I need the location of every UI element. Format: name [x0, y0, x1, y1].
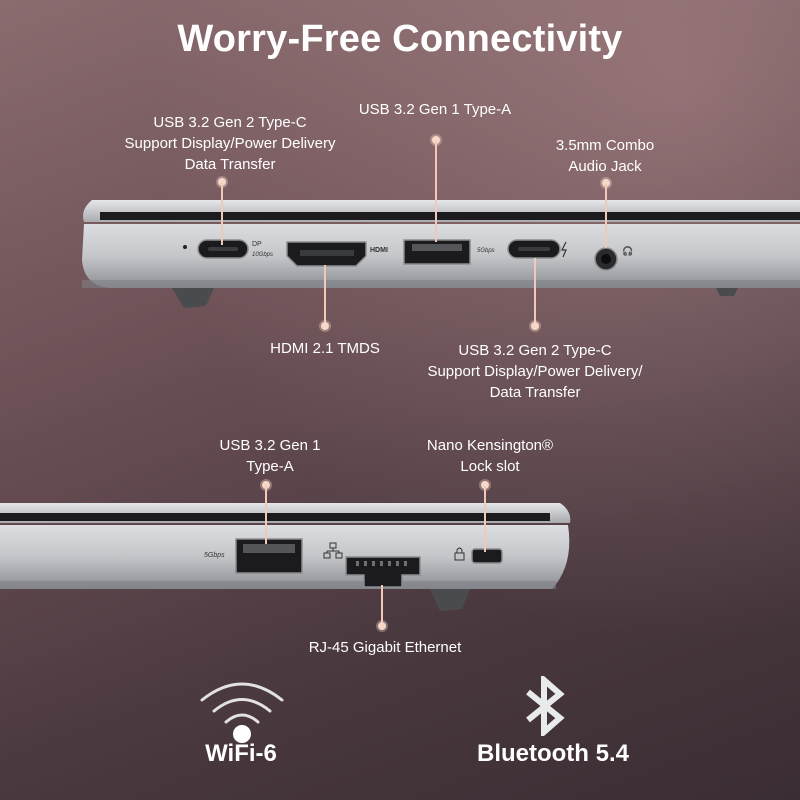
- leader-line-audio-jack: [605, 184, 607, 248]
- leader-dot-usb-a-bottom: [262, 481, 270, 489]
- leader-dot-audio-jack: [602, 179, 610, 187]
- network-icon: [323, 542, 343, 559]
- page-title: Worry-Free Connectivity: [177, 18, 623, 60]
- usb-a-port-bottom: [235, 538, 303, 574]
- usb-c-port-left: [197, 239, 249, 259]
- leader-line-kensington: [484, 486, 486, 552]
- label-usb-a-top: USB 3.2 Gen 1 Type-A: [358, 101, 512, 118]
- usb-a-port-top: [403, 239, 471, 265]
- kensington-slot: [471, 548, 503, 564]
- bluetooth-label: Bluetooth 5.4: [476, 740, 629, 767]
- hdmi-mark: HDMI: [370, 247, 388, 254]
- svg-text:🎧: 🎧: [622, 245, 633, 257]
- hdmi-port: [286, 241, 367, 267]
- laptop-right-side-view: 5Gbps: [0, 503, 571, 611]
- leader-dot-kensington: [481, 481, 489, 489]
- leader-line-hdmi: [324, 265, 326, 325]
- label-usb-c-right: USB 3.2 Gen 2 Type-C Support Display/Pow…: [427, 342, 643, 401]
- speed5-mark: 5Gbps: [477, 248, 495, 254]
- leader-line-usb-a-top: [435, 141, 437, 242]
- leader-line-rj45: [381, 585, 383, 625]
- usb-c-port-right: [507, 239, 561, 259]
- label-rj45: RJ-45 Gigabit Ethernet: [308, 639, 462, 656]
- wifi-icon: [200, 682, 284, 743]
- label-kensington: Nano Kensington® Lock slot: [426, 437, 554, 475]
- leader-dot-hdmi: [321, 322, 329, 330]
- rj45-port: [345, 556, 421, 588]
- leader-line-usb-c-right: [534, 258, 536, 324]
- laptop-left-side-view: DP 10Gbps HDMI 5Gbps 🎧: [82, 200, 800, 308]
- label-usb-a-bottom: USB 3.2 Gen 1 Type-A: [219, 437, 321, 475]
- speed10-mark: 10Gbps: [252, 252, 273, 258]
- leader-dot-usb-a-top: [432, 136, 440, 144]
- wifi-label: WiFi-6: [205, 740, 277, 767]
- leader-line-usb-c-left: [221, 183, 223, 245]
- leader-dot-usb-c-right: [531, 322, 539, 330]
- audio-jack: [594, 247, 618, 271]
- lock-icon: [454, 547, 465, 561]
- label-hdmi: HDMI 2.1 TMDS: [270, 340, 380, 357]
- speed5-mark-bottom: 5Gbps: [204, 552, 225, 559]
- leader-line-usb-a-bottom: [265, 486, 267, 544]
- leader-dot-usb-c-left: [218, 178, 226, 186]
- leader-dot-rj45: [378, 622, 386, 630]
- dp-mark: DP: [252, 241, 262, 248]
- bluetooth-icon: [526, 676, 565, 736]
- label-usb-c-left: USB 3.2 Gen 2 Type-C Support Display/Pow…: [124, 114, 336, 173]
- label-audio-jack: 3.5mm Combo Audio Jack: [555, 137, 655, 175]
